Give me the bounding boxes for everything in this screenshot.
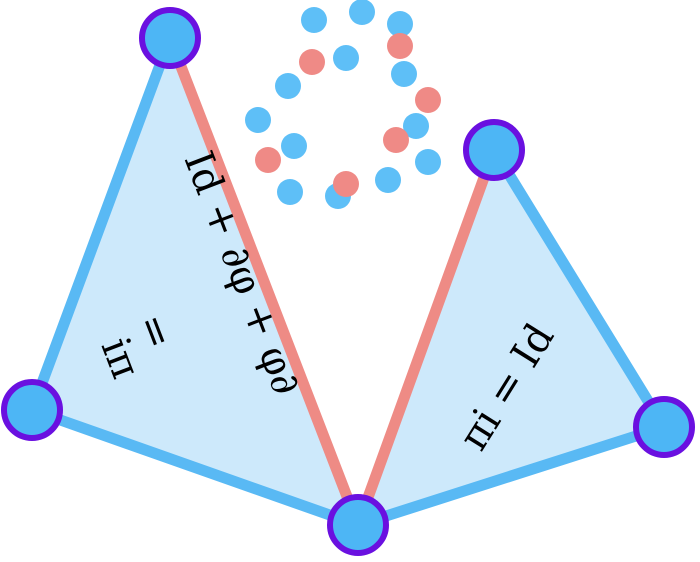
- blue-dot: [245, 107, 271, 133]
- blue-dot: [281, 133, 307, 159]
- red-dot: [333, 171, 359, 197]
- left-inner-edge: [164, 32, 364, 531]
- node-right: [633, 396, 695, 458]
- left-triangle-fill: [32, 38, 358, 525]
- right-outer-edge: [488, 144, 670, 433]
- right-bottom-edge: [352, 421, 670, 531]
- blue-dot: [277, 179, 303, 205]
- red-dot: [299, 49, 325, 75]
- blue-dot: [301, 7, 327, 33]
- red-dot: [255, 147, 281, 173]
- node-left: [1, 379, 63, 441]
- blue-dot: [391, 61, 417, 87]
- red-dot: [415, 87, 441, 113]
- blue-dot: [375, 167, 401, 193]
- blue-dot: [415, 149, 441, 175]
- blue-dot: [403, 113, 429, 139]
- left-outer-edge: [26, 32, 176, 416]
- circular-dot-cluster: [245, 0, 441, 209]
- left-bottom-edge: [26, 404, 364, 531]
- red-dot: [383, 127, 409, 153]
- red-dot: [387, 33, 413, 59]
- blue-dot: [333, 45, 359, 71]
- node-top-right: [463, 119, 525, 181]
- node-top-left: [139, 7, 201, 69]
- right-inner-edge: [352, 144, 500, 531]
- blue-dot: [387, 11, 413, 37]
- right-triangle-fill: [358, 150, 664, 525]
- node-bottom: [327, 494, 389, 556]
- blue-dot: [349, 0, 375, 25]
- blue-dot: [275, 73, 301, 99]
